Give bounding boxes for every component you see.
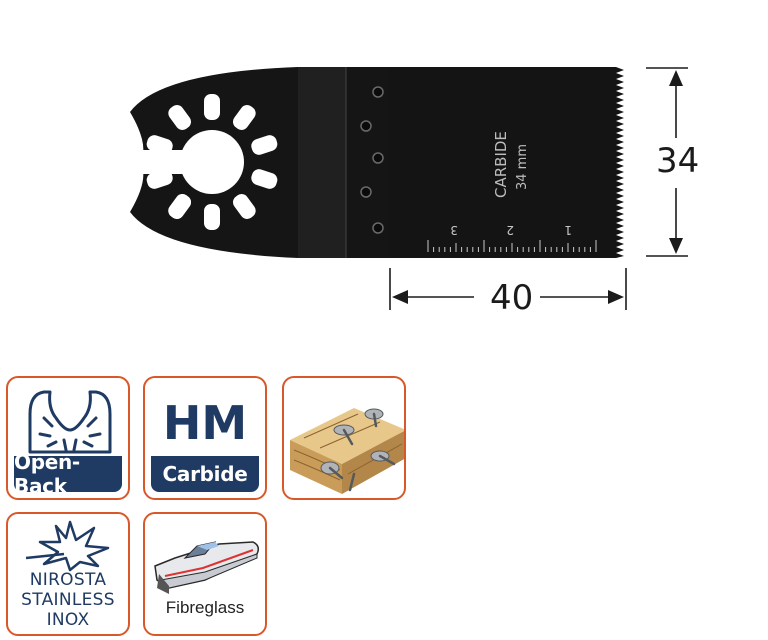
- badge-fibreglass: Fibreglass: [143, 512, 267, 636]
- badge-wood-nails: [282, 376, 406, 500]
- rivets: [360, 86, 384, 234]
- badge-open-back: Open-Back: [6, 376, 130, 500]
- ruler-number-3: 3: [450, 223, 458, 237]
- dimension-height-label: 34: [656, 141, 700, 181]
- badge-carbide-label: Carbide: [151, 456, 259, 492]
- badge-hm-carbide: HM Carbide: [143, 376, 267, 500]
- wood-nails-icon: [290, 408, 404, 494]
- blade-mount: [130, 67, 388, 258]
- badge-stainless-line3: INOX: [46, 610, 90, 630]
- star-mount-icon: [130, 94, 278, 230]
- star-burst-icon: [25, 520, 110, 572]
- ruler-number-2: 2: [506, 223, 514, 237]
- boat-icon: [154, 541, 260, 594]
- dimension-lines: [389, 67, 688, 310]
- blade-engraving-line2: 34 mm: [515, 144, 530, 190]
- badge-hm-text: HM: [162, 396, 248, 450]
- badge-stainless-line2: STAINLESS: [21, 590, 115, 610]
- blade-body: 3 2 1 CARBIDE 34 mm: [388, 67, 624, 258]
- badge-open-back-label: Open-Back: [14, 450, 122, 498]
- blade-icon: [28, 390, 112, 454]
- dimension-width-label: 40: [490, 278, 534, 318]
- blade-illustration: 3 2 1 CARBIDE 34 mm: [130, 67, 688, 310]
- badge-stainless: NIROSTA STAINLESS INOX: [6, 512, 130, 636]
- badge-fibreglass-label: Fibreglass: [165, 598, 245, 617]
- ruler-number-1: 1: [564, 223, 572, 237]
- badge-stainless-line1: NIROSTA: [29, 570, 107, 590]
- blade-engraving-line1: CARBIDE: [492, 131, 510, 198]
